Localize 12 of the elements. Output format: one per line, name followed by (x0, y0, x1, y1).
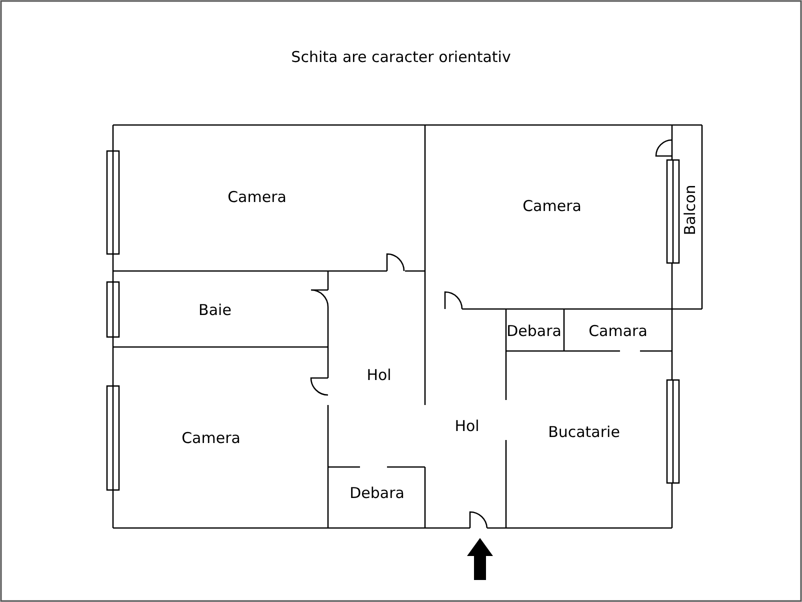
room-label: Balcon (681, 184, 699, 236)
room-label: Debara (350, 484, 404, 502)
room-label: Camera (522, 197, 582, 215)
room-label: Camara (588, 322, 648, 340)
room-label: Hol (366, 366, 392, 384)
room-label: Camera (228, 188, 286, 206)
room-label: Baie (198, 301, 232, 319)
room-label: Debara (506, 322, 562, 340)
room-label: Hol (454, 417, 480, 435)
plan-title: Schita are caracter orientativ (290, 48, 512, 66)
room-label: Bucatarie (548, 423, 620, 441)
room-label: Camera (182, 429, 240, 447)
